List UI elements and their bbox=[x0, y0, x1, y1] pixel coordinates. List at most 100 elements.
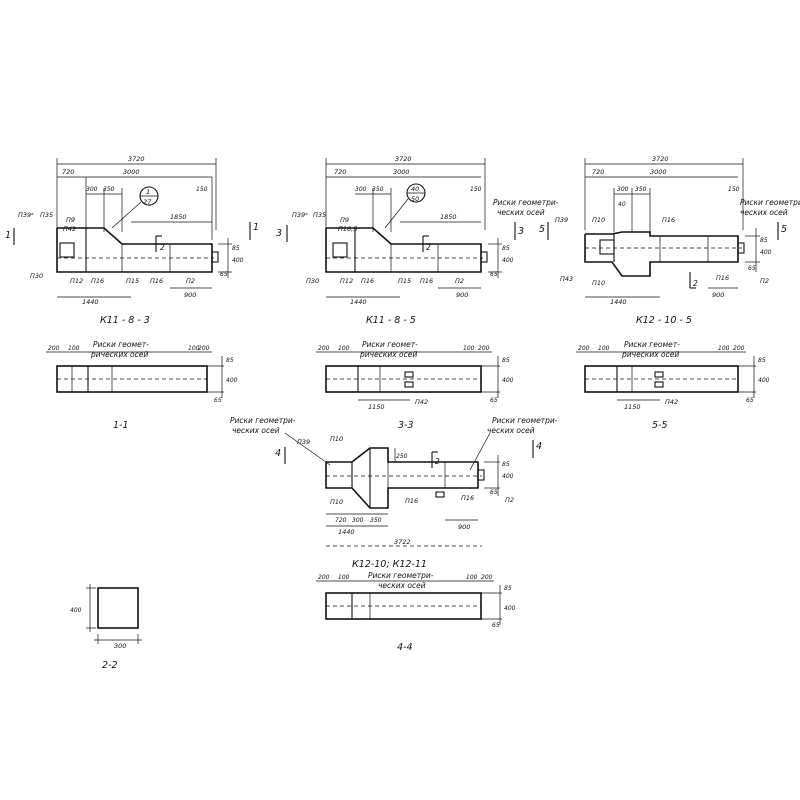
dim-1850: 1850 bbox=[170, 213, 187, 221]
svg-text:150: 150 bbox=[728, 186, 740, 193]
svg-text:200: 200 bbox=[478, 345, 490, 352]
caption-k12-10-k12-11: К12-10; К12-11 bbox=[352, 559, 427, 570]
svg-text:Риски геометри-: Риски геометри- bbox=[740, 198, 800, 207]
svg-text:Риски геометри-: Риски геометри- bbox=[368, 571, 434, 580]
svg-text:720: 720 bbox=[592, 168, 604, 176]
svg-text:П2: П2 bbox=[455, 277, 464, 285]
svg-text:720: 720 bbox=[334, 168, 346, 176]
section-4-4: 200 100 100 200 85 400 65 Риски геометри… bbox=[316, 571, 516, 653]
svg-text:1440: 1440 bbox=[82, 298, 99, 306]
svg-text:400: 400 bbox=[504, 605, 516, 612]
svg-text:65: 65 bbox=[492, 622, 500, 629]
svg-text:400: 400 bbox=[70, 607, 82, 614]
svg-text:4: 4 bbox=[536, 441, 542, 452]
svg-text:ческих осей: ческих осей bbox=[232, 426, 280, 435]
svg-text:65: 65 bbox=[214, 397, 222, 404]
section-3-3: 200 100 100 200 85 400 65 1150 П42 Риски… bbox=[316, 340, 514, 431]
dim-300: 300 bbox=[86, 186, 98, 193]
svg-text:100: 100 bbox=[598, 345, 610, 352]
svg-text:1-1: 1-1 bbox=[113, 420, 129, 431]
svg-text:65: 65 bbox=[746, 397, 754, 404]
dim-350: 350 bbox=[103, 186, 115, 193]
svg-text:1: 1 bbox=[146, 188, 150, 196]
svg-text:П10: П10 bbox=[330, 435, 343, 443]
svg-text:350: 350 bbox=[635, 186, 647, 193]
svg-text:85: 85 bbox=[502, 357, 510, 364]
svg-text:65: 65 bbox=[490, 397, 498, 404]
svg-text:П42: П42 bbox=[63, 225, 76, 233]
svg-text:300: 300 bbox=[617, 186, 629, 193]
svg-text:5: 5 bbox=[781, 224, 787, 235]
svg-text:Риски геомет-: Риски геомет- bbox=[93, 340, 149, 349]
svg-text:П35: П35 bbox=[40, 211, 53, 219]
svg-text:900: 900 bbox=[458, 523, 470, 531]
svg-text:400: 400 bbox=[226, 377, 238, 384]
svg-text:900: 900 bbox=[184, 291, 196, 299]
svg-text:П42: П42 bbox=[415, 398, 428, 406]
svg-text:27: 27 bbox=[143, 198, 152, 206]
dim-150: 150 bbox=[196, 186, 208, 193]
svg-text:4-4: 4-4 bbox=[397, 642, 413, 653]
svg-text:1440: 1440 bbox=[350, 298, 367, 306]
svg-text:П16: П16 bbox=[420, 277, 433, 285]
svg-text:300: 300 bbox=[352, 517, 364, 524]
svg-text:5-5: 5-5 bbox=[652, 420, 668, 431]
svg-text:П10: П10 bbox=[592, 279, 605, 287]
svg-text:П16: П16 bbox=[405, 497, 418, 505]
svg-text:400: 400 bbox=[232, 257, 244, 264]
svg-text:рических осей: рических осей bbox=[359, 350, 417, 359]
svg-text:85: 85 bbox=[758, 357, 766, 364]
svg-text:85: 85 bbox=[226, 357, 234, 364]
svg-text:1440: 1440 bbox=[338, 528, 355, 536]
svg-text:П16: П16 bbox=[662, 216, 675, 224]
svg-text:П10: П10 bbox=[592, 216, 605, 224]
svg-text:2-2: 2-2 bbox=[102, 660, 118, 671]
svg-text:150: 150 bbox=[470, 186, 482, 193]
svg-text:П39: П39 bbox=[555, 216, 568, 224]
dim-3720: 3720 bbox=[128, 155, 145, 163]
svg-text:2: 2 bbox=[435, 457, 440, 466]
svg-text:350: 350 bbox=[372, 186, 384, 193]
svg-text:85: 85 bbox=[760, 237, 768, 244]
svg-text:100: 100 bbox=[338, 574, 350, 581]
svg-text:П2: П2 bbox=[505, 496, 514, 504]
svg-text:300: 300 bbox=[114, 642, 126, 650]
svg-text:900: 900 bbox=[456, 291, 468, 299]
elevation-k11-8-5: 3720 720 3000 300 350 150 1850 40 50 85 … bbox=[276, 155, 559, 326]
svg-text:П16: П16 bbox=[91, 277, 104, 285]
svg-text:100: 100 bbox=[188, 345, 200, 352]
svg-text:П10: П10 bbox=[330, 498, 343, 506]
cross-section-hatch bbox=[97, 587, 139, 629]
svg-text:100: 100 bbox=[338, 345, 350, 352]
svg-text:ческих осей: ческих осей bbox=[378, 581, 426, 590]
svg-text:5: 5 bbox=[539, 224, 545, 235]
svg-text:85: 85 bbox=[502, 245, 510, 252]
svg-text:65: 65 bbox=[490, 489, 498, 496]
svg-text:900: 900 bbox=[712, 291, 724, 299]
svg-text:400: 400 bbox=[502, 257, 514, 264]
svg-text:85: 85 bbox=[232, 245, 240, 252]
svg-text:П30: П30 bbox=[30, 272, 43, 280]
svg-text:2: 2 bbox=[160, 243, 165, 252]
elevation-k12-10-k12-11: Риски геометри- ческих осей Риски геомет… bbox=[230, 416, 558, 570]
svg-text:85: 85 bbox=[504, 585, 512, 592]
svg-text:1: 1 bbox=[5, 230, 11, 241]
caption-k11-8-3: К11 - 8 - 3 bbox=[100, 315, 150, 326]
svg-text:П42: П42 bbox=[665, 398, 678, 406]
svg-text:рических осей: рических осей bbox=[621, 350, 679, 359]
svg-text:3: 3 bbox=[518, 226, 524, 237]
svg-text:П39ᵃ: П39ᵃ bbox=[18, 211, 34, 219]
svg-text:Риски геометри-: Риски геометри- bbox=[492, 416, 558, 425]
svg-text:П16,5: П16,5 bbox=[338, 225, 357, 233]
svg-text:65: 65 bbox=[748, 265, 756, 272]
svg-text:200: 200 bbox=[48, 345, 60, 352]
svg-text:П43: П43 bbox=[560, 275, 573, 283]
svg-text:100: 100 bbox=[466, 574, 478, 581]
svg-text:50: 50 bbox=[411, 195, 419, 203]
svg-text:1150: 1150 bbox=[368, 403, 385, 411]
svg-text:П30: П30 bbox=[306, 277, 319, 285]
caption-k11-8-5: К11 - 8 - 5 bbox=[366, 315, 416, 326]
svg-text:П2: П2 bbox=[186, 277, 195, 285]
svg-text:П9: П9 bbox=[340, 216, 349, 224]
svg-text:П12: П12 bbox=[70, 277, 83, 285]
